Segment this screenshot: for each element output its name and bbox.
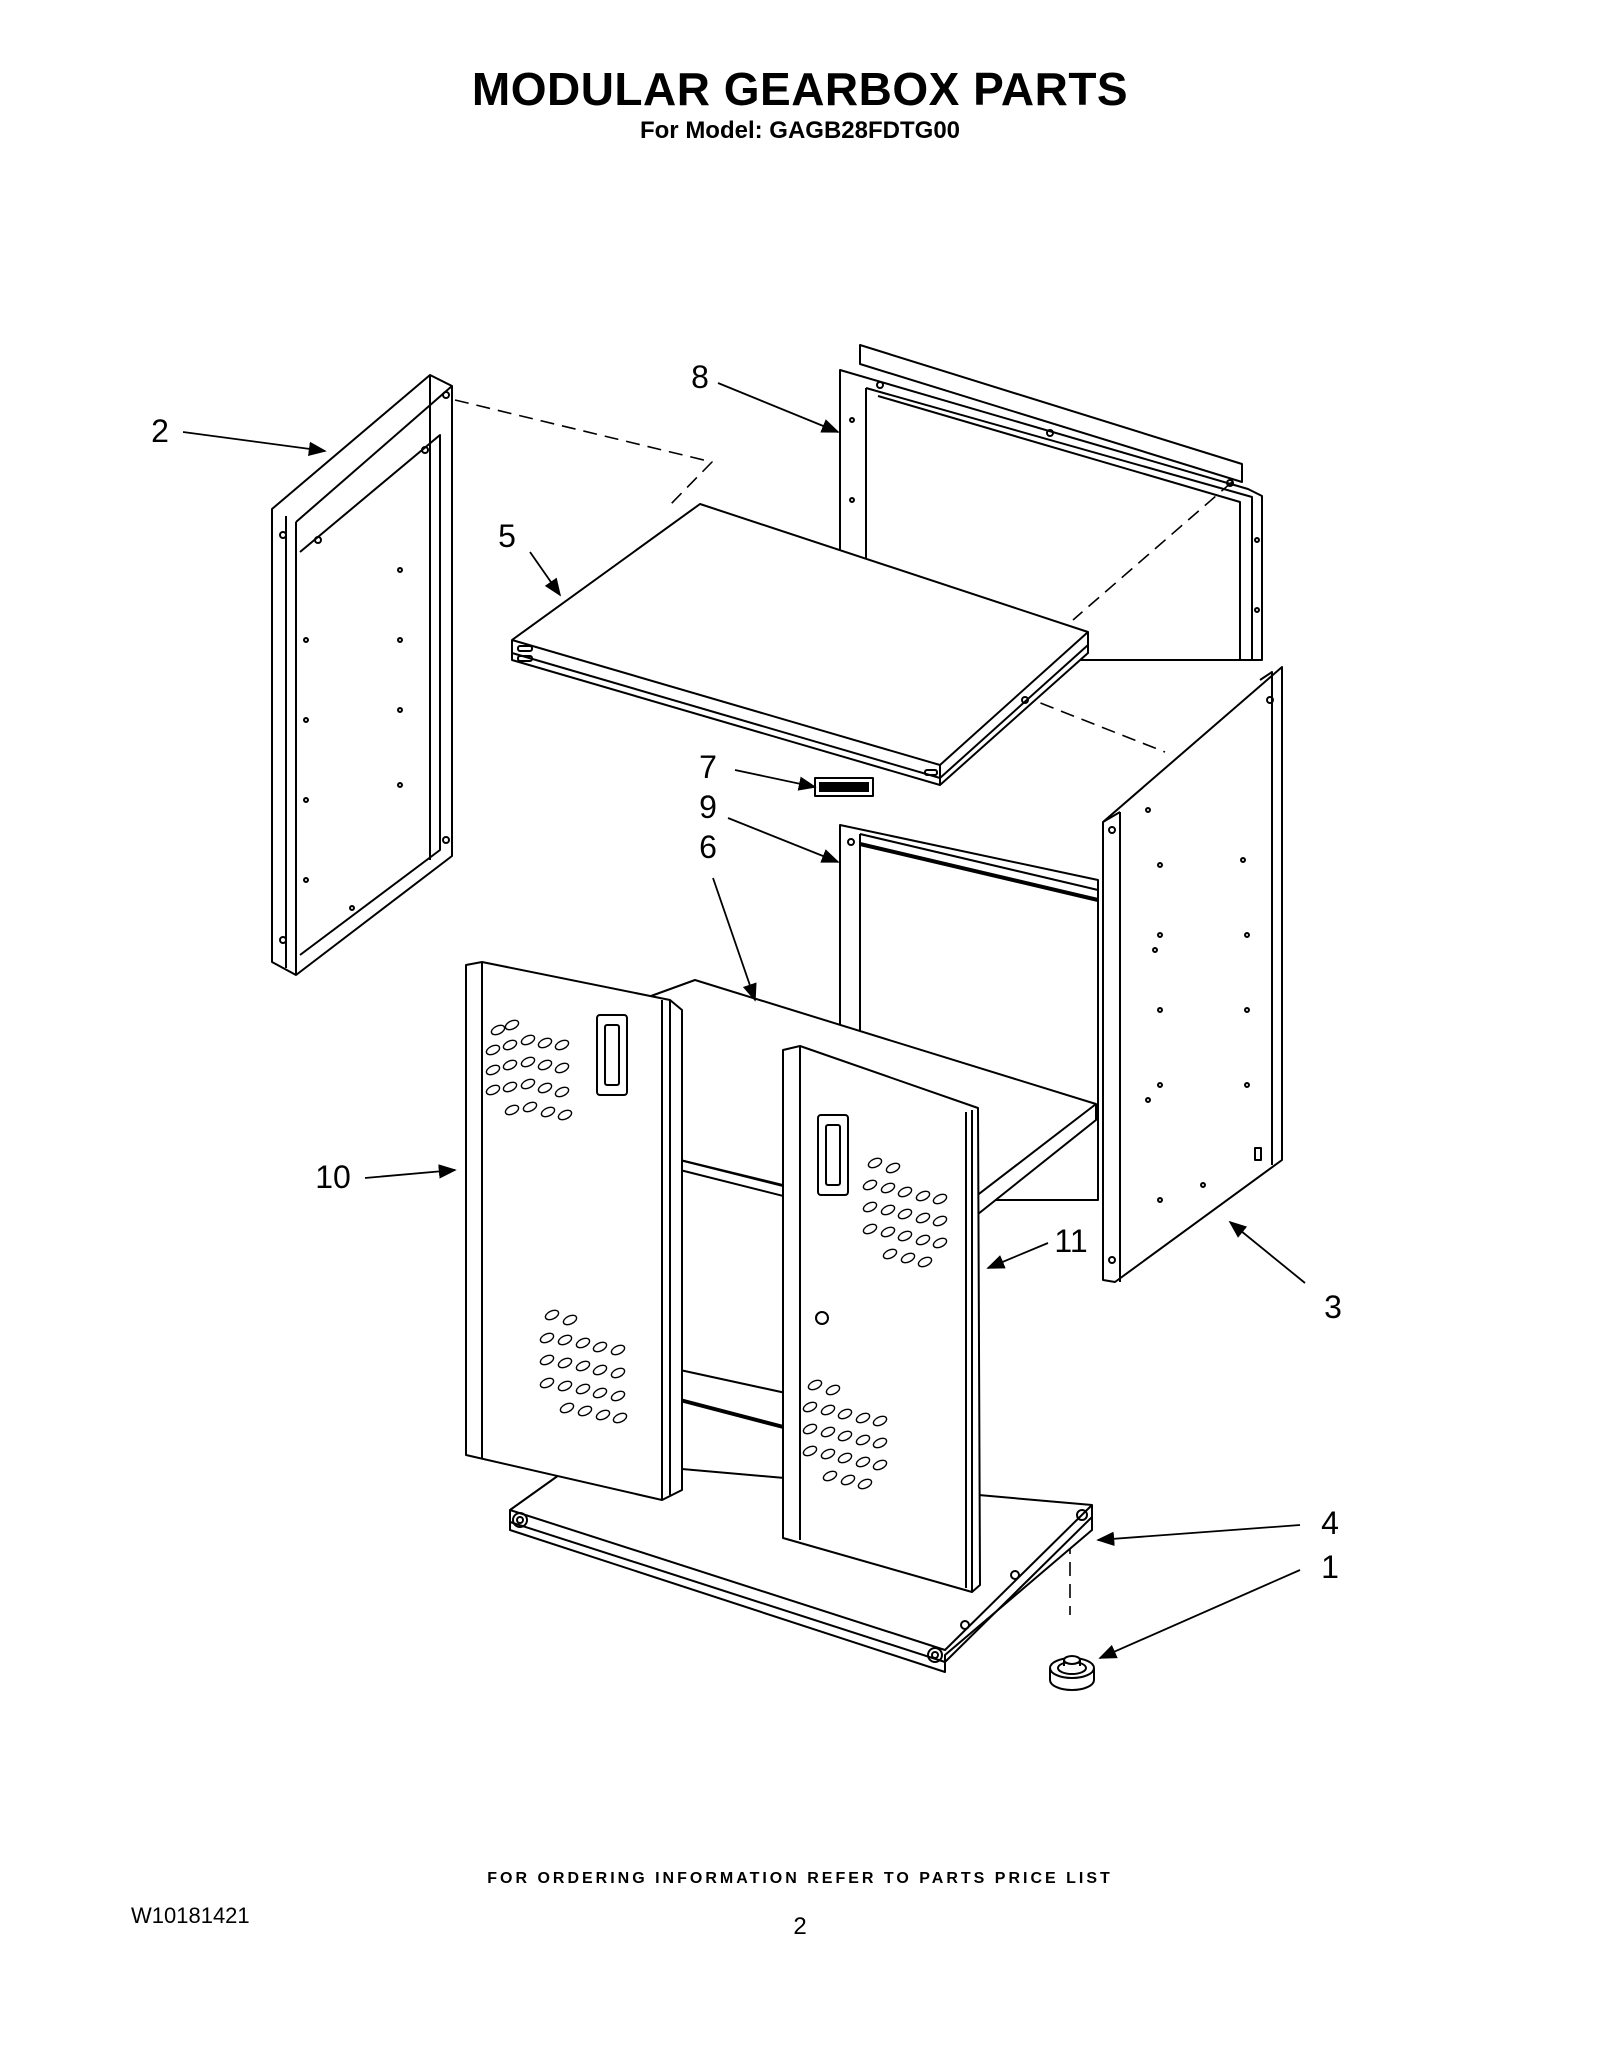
callout-6: 6 — [699, 829, 717, 865]
document-number: W10181421 — [131, 1903, 250, 1928]
callout-4: 4 — [1321, 1505, 1339, 1541]
right-side-panel — [1102, 666, 1283, 1283]
left-side-panel — [271, 374, 453, 976]
page-number: 2 — [793, 1913, 807, 1940]
callout-9: 9 — [699, 789, 717, 825]
callout-5: 5 — [498, 518, 516, 554]
callout-11: 11 — [1054, 1223, 1087, 1259]
top-shelf — [511, 503, 1089, 786]
ordering-note: FOR ORDERING INFORMATION REFER TO PARTS … — [487, 1870, 1113, 1887]
left-door — [465, 961, 683, 1501]
leader-arrows — [182, 382, 1306, 1659]
nameplate — [814, 777, 874, 797]
callout-7: 7 — [699, 749, 717, 785]
callout-1: 1 — [1321, 1549, 1339, 1585]
page-title: MODULAR GEARBOX PARTS — [471, 63, 1129, 115]
callout-2: 2 — [151, 413, 169, 449]
callout-10: 10 — [315, 1159, 351, 1195]
model-subtitle: For Model: GAGB28FDTG00 — [639, 117, 961, 144]
alignment-lines — [454, 399, 1233, 1615]
leveling-foot — [1049, 1655, 1095, 1691]
callout-8: 8 — [691, 359, 709, 395]
callout-3: 3 — [1324, 1289, 1342, 1325]
right-door — [782, 1045, 981, 1593]
